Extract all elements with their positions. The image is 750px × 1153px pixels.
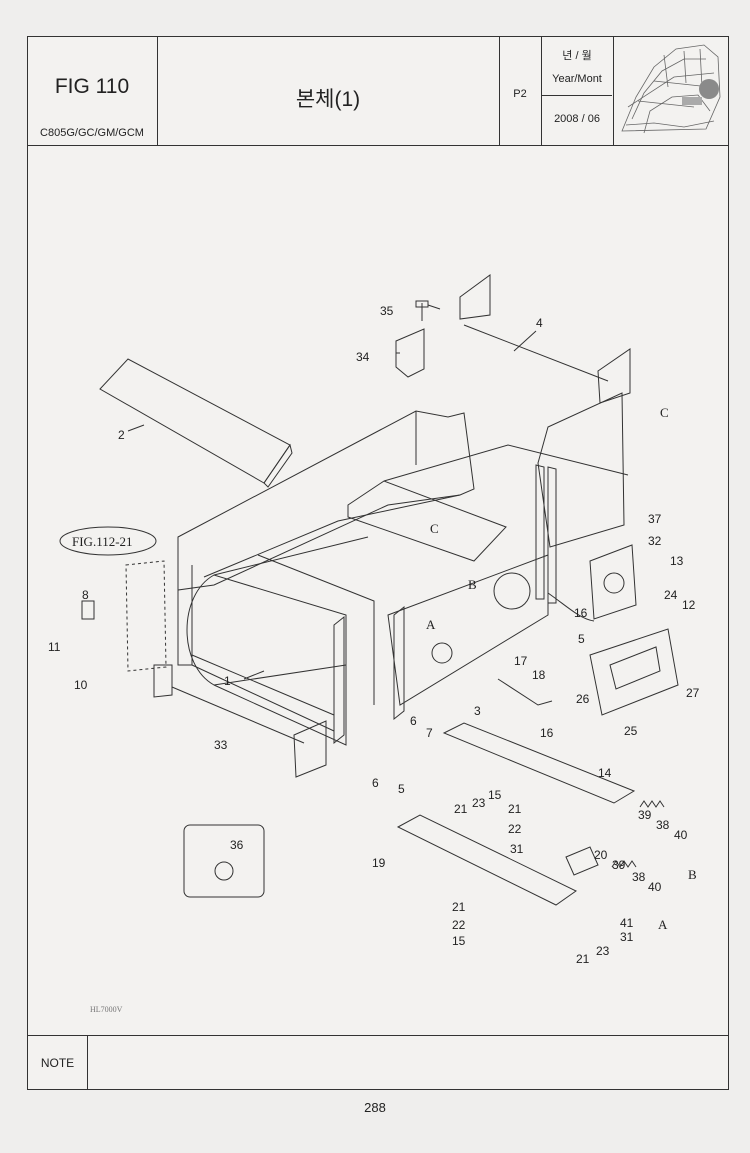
callout-10: 10 xyxy=(74,678,88,692)
callout-40b: 40 xyxy=(648,880,662,894)
page-code-cell: P2 xyxy=(500,37,542,145)
callout-11: 11 xyxy=(48,640,61,654)
page-title: 본체(1) xyxy=(295,88,361,111)
issue-date: 2008 / 06 xyxy=(554,113,600,125)
callout-23a: 23 xyxy=(472,796,486,810)
callout-15b: 15 xyxy=(452,934,466,948)
parts-sheet: FIG 110 C805G/GC/GM/GCM 본체(1) P2 년 / 월 Y… xyxy=(27,36,729,1090)
callout-19: 19 xyxy=(372,856,386,870)
exploded-parts-diagram: 1 2 3 4 5 5 6 6 7 8 10 11 12 13 14 15 15… xyxy=(48,274,700,966)
title-cell: 본체(1) xyxy=(158,37,500,145)
callout-38a: 38 xyxy=(656,818,670,832)
callout-6b: 6 xyxy=(372,776,379,790)
page-number: 288 xyxy=(364,1100,386,1115)
callout-35: 35 xyxy=(380,304,394,318)
part-hood-cover xyxy=(99,358,291,484)
callout-15a: 15 xyxy=(488,788,502,802)
marker-c-2: C xyxy=(430,521,439,536)
callout-21d: 21 xyxy=(576,952,590,966)
callout-1: 1 xyxy=(224,674,231,688)
part-rail-19 xyxy=(396,814,577,906)
callout-14: 14 xyxy=(598,766,612,780)
header-block: FIG 110 C805G/GC/GM/GCM 본체(1) P2 년 / 월 Y… xyxy=(28,37,728,146)
callout-25: 25 xyxy=(624,724,638,738)
callout-6a: 6 xyxy=(410,714,417,728)
callout-38b: 38 xyxy=(632,870,646,884)
part-frame-top xyxy=(177,410,475,591)
callout-37: 37 xyxy=(648,512,662,526)
callout-4: 4 xyxy=(536,316,543,330)
callout-26: 26 xyxy=(576,692,590,706)
fig-reference-label: FIG.112-21 xyxy=(72,534,133,549)
callout-16b: 16 xyxy=(540,726,554,740)
callout-5b: 5 xyxy=(398,782,405,796)
callout-12: 12 xyxy=(682,598,696,612)
callout-21c: 21 xyxy=(452,900,466,914)
part-gasket-32 xyxy=(589,544,637,620)
callout-21b: 21 xyxy=(508,802,522,816)
callout-24: 24 xyxy=(664,588,678,602)
part-drum xyxy=(186,574,347,746)
callout-33: 33 xyxy=(214,738,228,752)
note-label: NOTE xyxy=(28,1036,88,1090)
date-cell: 년 / 월 Year/Mont 2008 / 06 xyxy=(542,37,614,145)
marker-a-1: A xyxy=(426,617,436,632)
marker-b-2: B xyxy=(688,867,697,882)
callout-23b: 23 xyxy=(596,944,610,958)
callout-20: 20 xyxy=(594,848,608,862)
callout-27: 27 xyxy=(686,686,700,700)
callout-31b: 31 xyxy=(620,930,634,944)
divider xyxy=(542,95,612,96)
callout-2: 2 xyxy=(118,428,125,442)
figure-number: FIG 110 xyxy=(54,75,130,98)
model-code: C805G/GC/GM/GCM xyxy=(40,127,144,139)
part-front-plate xyxy=(387,554,549,706)
draft-code: HL7000V xyxy=(90,1005,123,1014)
callout-8: 8 xyxy=(82,588,89,602)
marker-b-1: B xyxy=(468,577,477,592)
callout-40a: 40 xyxy=(674,828,688,842)
callout-21a: 21 xyxy=(454,802,468,816)
callout-41: 41 xyxy=(620,916,634,930)
marker-c-1: C xyxy=(660,405,669,420)
callout-17: 17 xyxy=(514,654,528,668)
page-code: P2 xyxy=(513,88,527,100)
callout-22b: 22 xyxy=(452,918,466,932)
callout-3: 3 xyxy=(474,704,481,718)
callout-39a: 39 xyxy=(638,808,652,822)
callout-22a: 22 xyxy=(508,822,522,836)
year-month-label-kr: 년 / 월 xyxy=(562,50,592,62)
note-row: NOTE xyxy=(28,1035,728,1090)
callout-16a: 16 xyxy=(574,606,588,620)
part-cover-25 xyxy=(589,628,679,716)
part-rail-14 xyxy=(442,722,636,804)
callout-32: 32 xyxy=(648,534,662,548)
callout-18: 18 xyxy=(532,668,546,682)
callout-31a: 31 xyxy=(510,842,524,856)
machine-thumbnail xyxy=(621,44,721,134)
part-right-panel xyxy=(537,392,625,548)
callout-34: 34 xyxy=(356,350,370,364)
year-month-label-en: Year/Mont xyxy=(552,73,602,85)
part-bracket-34 xyxy=(395,328,425,378)
callout-36: 36 xyxy=(230,838,244,852)
callout-39b: 39 xyxy=(612,858,626,872)
callout-7: 7 xyxy=(426,726,433,740)
figure-cell: FIG 110 C805G/GC/GM/GCM xyxy=(28,37,158,145)
marker-a-2: A xyxy=(658,917,668,932)
callout-5a: 5 xyxy=(578,632,585,646)
callout-13: 13 xyxy=(670,554,684,568)
